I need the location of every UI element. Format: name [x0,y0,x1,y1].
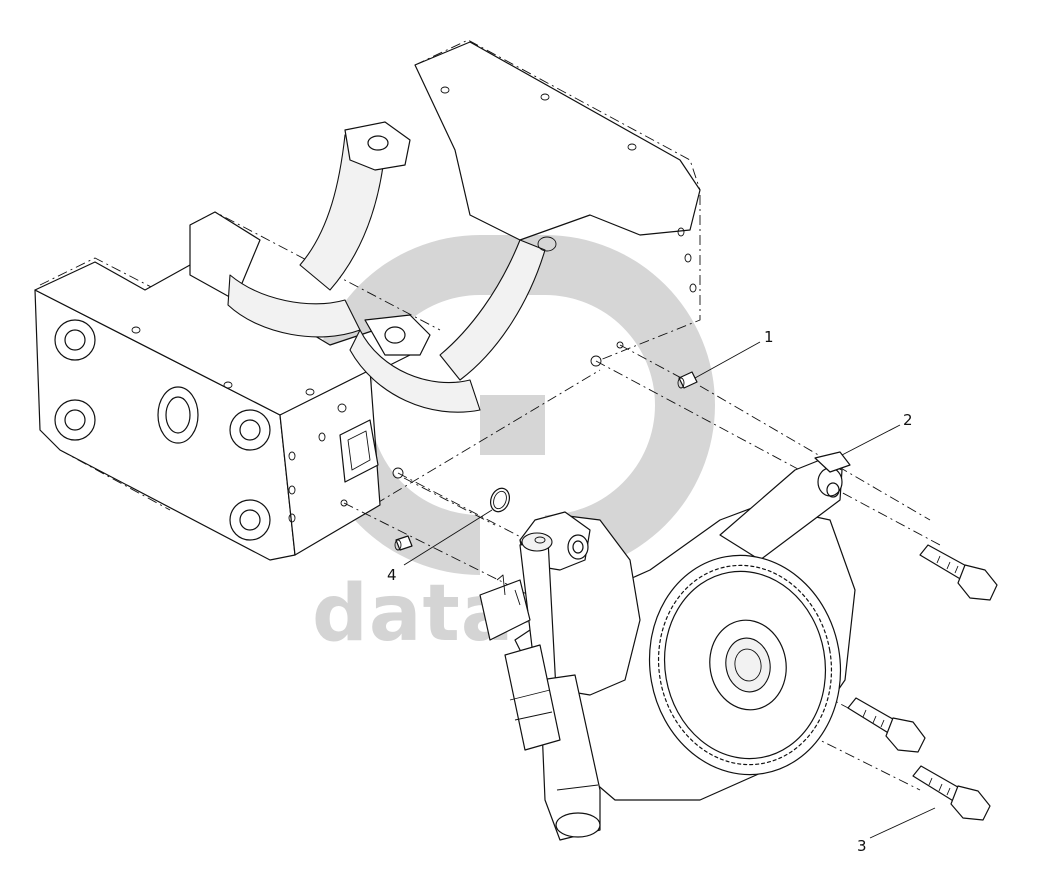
bolt-lower [912,765,991,821]
callout-3: 3 [857,837,867,855]
bolts [847,544,998,821]
oil-pump-assembly [479,451,856,841]
o-ring [489,487,511,513]
bolt-middle [847,697,926,753]
callout-1: 1 [764,328,774,346]
engine-block [34,39,701,561]
leader-lines [403,341,936,839]
dowel-pin-lower [394,535,413,551]
callout-2: 2 [903,411,913,429]
bolt-upper [919,544,998,601]
pump-drive-gear [648,554,842,776]
callout-labels: 1 2 3 4 [387,328,913,855]
block-holes [131,86,697,523]
block-mount-bosses [54,319,271,541]
callout-4: 4 [387,566,397,584]
dowel-pin-1 [677,371,698,389]
